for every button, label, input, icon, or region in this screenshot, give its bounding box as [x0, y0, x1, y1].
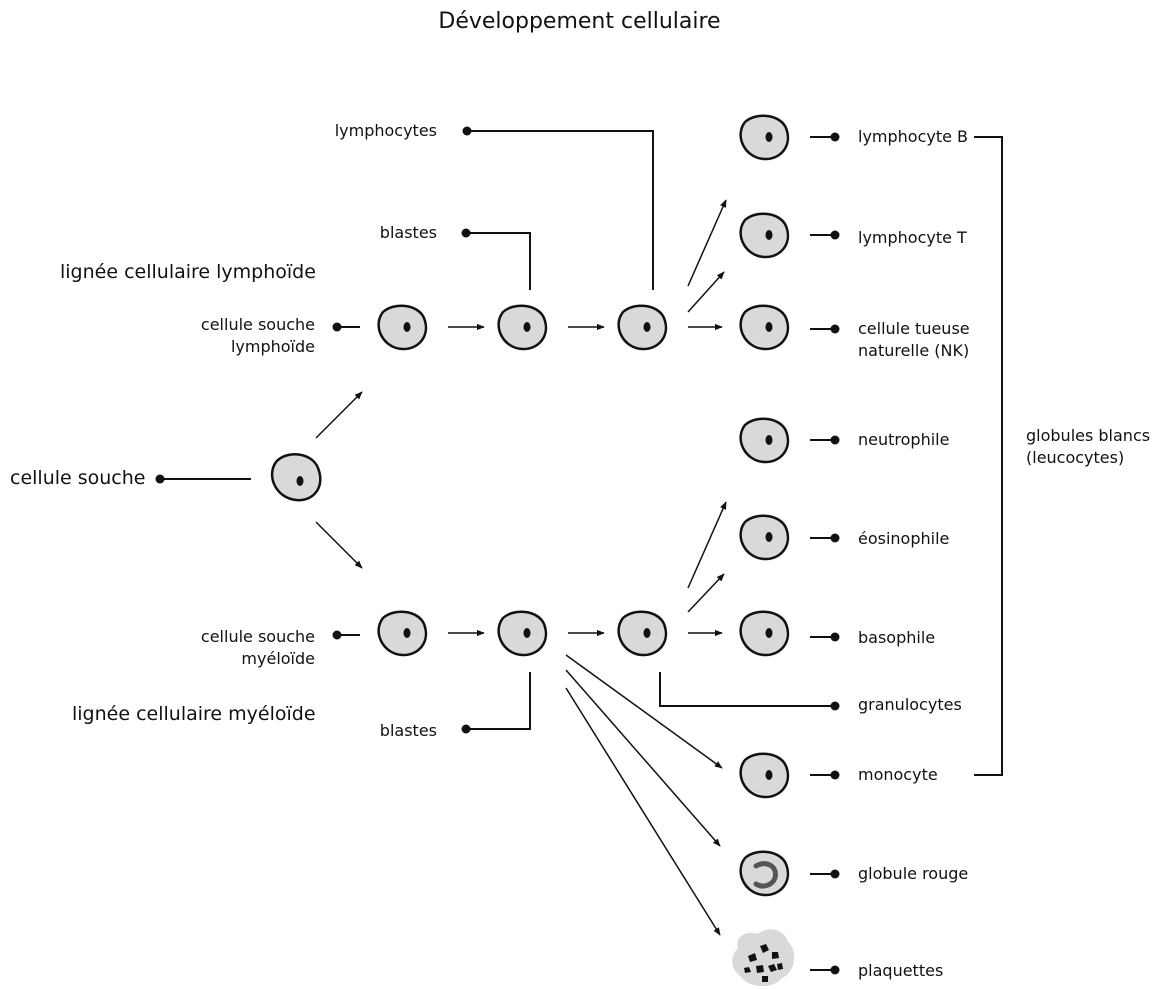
lymphoid-progenitor-cell: [617, 304, 668, 351]
output-label-eosinophil: éosinophile: [858, 529, 950, 548]
blasts-top-label: blastes: [379, 223, 437, 242]
lymphocyte-t-cell: [739, 212, 790, 259]
lymphoid-stem-cell-label-2: lymphoïde: [230, 337, 315, 356]
output-label-nk-line1: cellule tueuse: [858, 319, 970, 338]
white-blood-cells-label-2: (leucocytes): [1026, 448, 1125, 467]
eosinophil-cell: [739, 514, 790, 561]
blasts-bottom-label: blastes: [379, 721, 437, 740]
lymphoid-stem-cell-label-1: cellule souche: [200, 315, 315, 334]
basophil-cell: [739, 610, 790, 657]
lymphocyte-b-cell: [739, 114, 790, 161]
myeloid-blast-cell: [497, 610, 548, 657]
myeloid-stem-cell: [377, 610, 428, 657]
red-blood-cell: [739, 850, 790, 897]
page-title: Développement cellulaire: [438, 9, 721, 34]
connector-lines: [160, 130, 1003, 971]
connector-dots: [155, 126, 840, 975]
output-label-basophil: basophile: [858, 628, 936, 647]
platelets-cluster: [732, 929, 795, 987]
lymphocytes-label: lymphocytes: [334, 121, 437, 140]
output-label-platelets: plaquettes: [858, 961, 944, 980]
myeloid-progenitor-cell: [617, 610, 668, 657]
myeloid-stem-cell-label-2: myéloïde: [241, 649, 315, 668]
output-label-neutrophil: neutrophile: [858, 430, 950, 449]
flow-arrows: [315, 199, 727, 936]
lymphoid-blast-cell: [497, 304, 548, 351]
red-blood-cell-mark: [753, 861, 778, 889]
cell-nuclei: [296, 132, 773, 780]
nk-cell: [739, 304, 790, 351]
output-label-lymphocyte-b: lymphocyte B: [858, 127, 969, 146]
lymphoid-stem-cell: [377, 304, 428, 351]
granulocytes-label: granulocytes: [858, 695, 962, 714]
stem-cell: [270, 453, 322, 502]
output-label-red-blood-cell: globule rouge: [858, 864, 969, 883]
output-label-nk-line2: naturelle (NK): [858, 341, 970, 360]
myeloid-stem-cell-label-1: cellule souche: [200, 627, 315, 646]
white-blood-cells-label-1: globules blancs: [1026, 426, 1151, 445]
monocyte-cell: [739, 752, 790, 799]
myeloid-lineage-label: lignée cellulaire myéloïde: [72, 703, 316, 725]
output-label-lymphocyte-t: lymphocyte T: [858, 228, 967, 247]
lymphoid-lineage-label: lignée cellulaire lymphoïde: [60, 261, 316, 283]
stem-cell-label: cellule souche: [10, 467, 146, 489]
output-label-monocyte: monocyte: [858, 765, 938, 784]
neutrophil-cell: [739, 417, 790, 464]
